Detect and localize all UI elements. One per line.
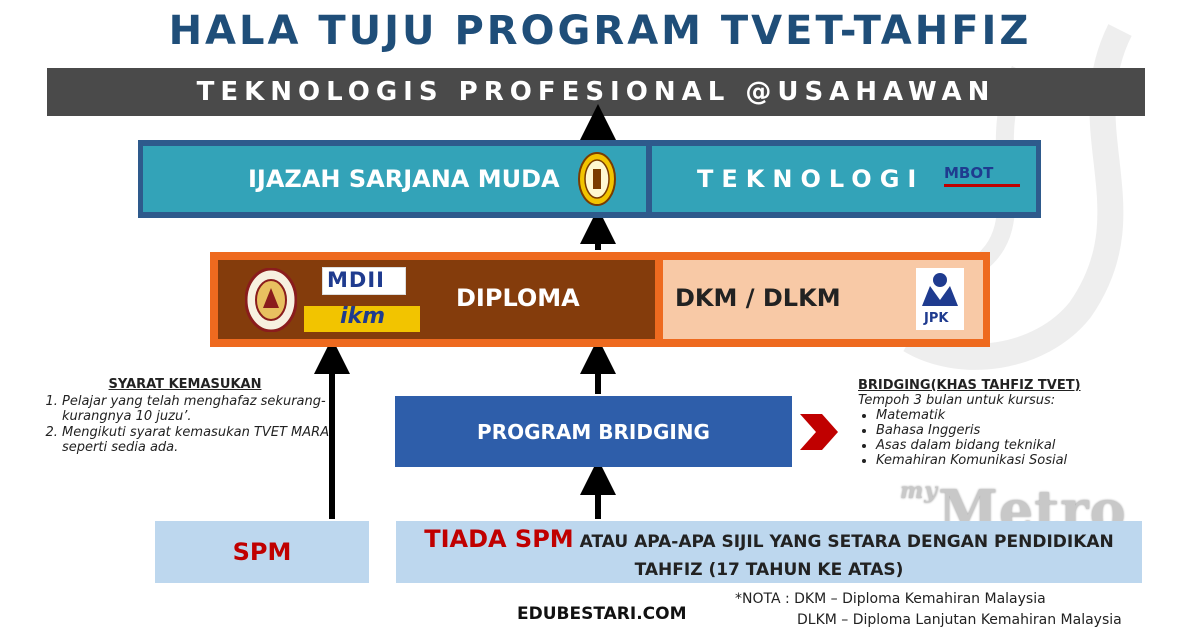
syarat-kemasukan: SYARAT KEMASUKAN Pelajar yang telah meng… (40, 377, 330, 456)
source-credit: EDUBESTARI.COM (517, 604, 687, 624)
syarat-item: Pelajar yang telah menghafaz sekurang-ku… (62, 394, 330, 424)
footnote-dlkm: DLKM – Diploma Lanjutan Kemahiran Malays… (797, 612, 1122, 628)
ijazah-box: IJAZAH SARJANA MUDA (143, 146, 646, 212)
jpk-logo-text: JPK (924, 311, 949, 326)
jpk-mark-icon (922, 273, 958, 306)
mdii-logo: MDII (322, 267, 406, 295)
university-seal-icon (578, 152, 616, 206)
teknologi-box: TEKNOLOGI (652, 146, 1036, 212)
tiada-spm-label: TIADA SPM (424, 525, 574, 553)
program-bridging-box: PROGRAM BRIDGING (395, 396, 792, 467)
jpk-logo: JPK (916, 268, 964, 330)
syarat-heading: SYARAT KEMASUKAN (108, 377, 262, 392)
dkm-label: DKM / DLKM (675, 284, 841, 312)
top-level-bar: TEKNOLOGIS PROFESIONAL @USAHAWAN (47, 68, 1145, 116)
ikm-logo-text: ikm (340, 304, 386, 329)
spm-box: SPM (155, 521, 369, 583)
course-item: Kemahiran Komunikasi Sosial (876, 453, 1158, 468)
ijazah-label: IJAZAH SARJANA MUDA (248, 165, 560, 193)
institution-seal-icon (245, 268, 297, 332)
tiada-spm-description: ATAU APA-APA SIJIL YANG SETARA DENGAN PE… (579, 532, 1114, 580)
diploma-box: DIPLOMA (218, 260, 655, 339)
footnote: *NOTA : DKM – Diploma Kemahiran Malaysia… (735, 589, 1122, 631)
course-item: Bahasa Inggeris (876, 423, 1158, 438)
mbot-logo-text: MBOT (944, 164, 994, 182)
watermark-my: my (900, 478, 939, 504)
mbot-logo: MBOT (944, 164, 1024, 194)
bridging-info-intro: Tempoh 3 bulan untuk kursus: (858, 393, 1056, 408)
teknologi-label: TEKNOLOGI (697, 165, 925, 193)
bridging-info: BRIDGING(KHAS TAHFIZ TVET) Tempoh 3 bula… (858, 378, 1158, 468)
mdii-logo-text: MDII (327, 268, 385, 292)
footnote-dkm: *NOTA : DKM – Diploma Kemahiran Malaysia (735, 591, 1046, 607)
ikm-logo: ikm (304, 304, 420, 332)
spm-label: SPM (232, 538, 292, 566)
course-item: Asas dalam bidang teknikal (876, 438, 1158, 453)
program-bridging-label: PROGRAM BRIDGING (477, 419, 710, 444)
diploma-label: DIPLOMA (456, 284, 580, 312)
bridging-info-heading: BRIDGING(KHAS TAHFIZ TVET) (858, 378, 1081, 393)
bridging-course-list: Matematik Bahasa Inggeris Asas dalam bid… (858, 408, 1158, 468)
page-title: HALA TUJU PROGRAM TVET-TAHFIZ (168, 8, 1032, 54)
syarat-item: Mengikuti syarat kemasukan TVET MARA sep… (62, 425, 330, 455)
chevron-right-icon (800, 414, 838, 450)
course-item: Matematik (876, 408, 1158, 423)
syarat-list: Pelajar yang telah menghafaz sekurang-ku… (40, 394, 330, 455)
tiada-spm-box: TIADA SPM ATAU APA-APA SIJIL YANG SETARA… (396, 521, 1142, 583)
